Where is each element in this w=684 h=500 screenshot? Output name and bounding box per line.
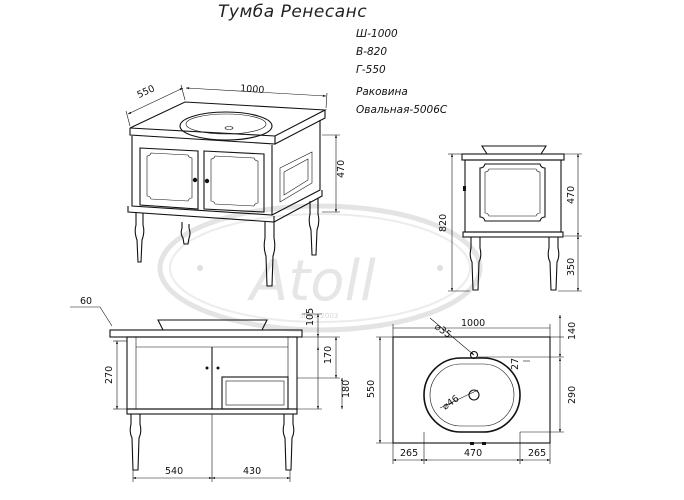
front-dim-540: 540 — [165, 466, 183, 477]
drawing-title: Тумба Ренесанс — [218, 2, 368, 22]
front-dim-270: 270 — [104, 366, 115, 384]
front-dim-105: 105 — [305, 308, 316, 326]
front-dim-170: 170 — [323, 346, 334, 364]
top-dim-tap: ⌀35 — [432, 321, 453, 340]
side-dim-upper: 470 — [566, 186, 577, 204]
top-dim-470: 470 — [464, 448, 482, 459]
top-dim-depth: 550 — [366, 380, 377, 398]
top-dim-290: 290 — [567, 386, 578, 404]
iso-dim-depth: 550 — [136, 83, 157, 101]
side-dim-legs: 350 — [566, 258, 577, 276]
front-dim-430: 430 — [243, 466, 261, 477]
top-view: 1000 ⌀35 140 27 ⌀46 290 550 — [366, 314, 578, 464]
iso-dim-height: 470 — [336, 160, 347, 178]
watermark-logo: Atoll since 2003 — [157, 203, 483, 333]
top-dim-265-left: 265 — [400, 448, 418, 459]
iso-dim-width: 1000 — [240, 83, 265, 96]
top-dim-265-right: 265 — [528, 448, 546, 459]
top-dim-width: 1000 — [461, 318, 485, 329]
front-section-view: 60 — [70, 296, 352, 482]
spec-width: Ш-1000 — [356, 28, 398, 40]
side-dim-total: 820 — [438, 214, 449, 232]
spec-depth: Г-550 — [356, 64, 386, 76]
top-dim-27: 27 — [510, 358, 521, 370]
top-dim-140: 140 — [567, 322, 578, 340]
side-view: 820 470 350 — [438, 145, 582, 292]
front-dim-overhang: 60 — [80, 296, 92, 307]
top-dim-drain: ⌀46 — [440, 393, 461, 412]
watermark-brand: Atoll — [247, 249, 376, 314]
watermark-since: since 2003 — [300, 312, 338, 320]
spec-height: В-820 — [356, 46, 388, 58]
spec-sink-label: Раковина — [356, 86, 408, 98]
spec-sink-model: Овальная-5006С — [356, 104, 448, 116]
front-dim-180: 180 — [341, 380, 352, 398]
